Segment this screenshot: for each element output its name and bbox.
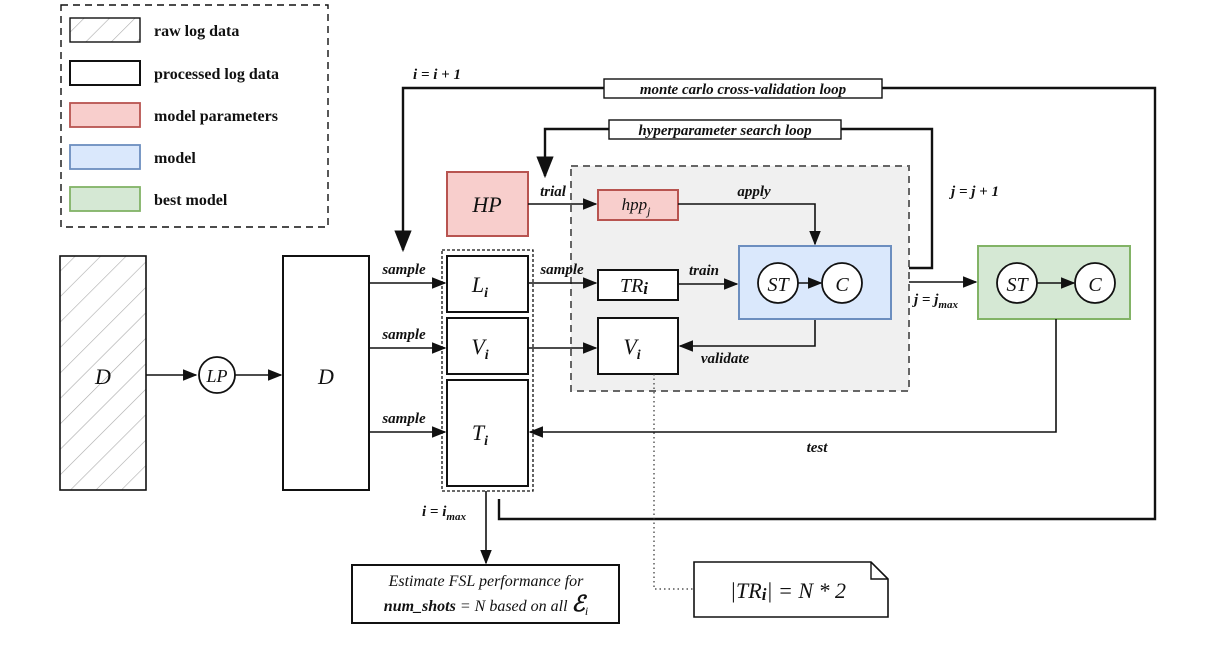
legend-swatch-params bbox=[69, 102, 141, 128]
train-label: train bbox=[689, 263, 719, 279]
legend-swatch-best bbox=[69, 186, 141, 212]
test-arrow bbox=[528, 319, 1057, 438]
legend: raw log data processed log data model pa… bbox=[60, 4, 329, 228]
validate-label: validate bbox=[701, 351, 750, 367]
legend-swatch-model bbox=[69, 144, 141, 170]
estimate-line1: Estimate FSL performance for bbox=[388, 573, 585, 590]
tr-node bbox=[597, 269, 679, 301]
legend-swatch-raw bbox=[69, 17, 141, 43]
legend-label-model: model bbox=[154, 150, 196, 167]
raw-data-node bbox=[59, 255, 147, 491]
inner-loop-left-line bbox=[536, 127, 609, 179]
legend-label-best: best model bbox=[154, 192, 228, 209]
v-node bbox=[446, 317, 529, 375]
estimate-box bbox=[351, 564, 620, 624]
raw-data-label: D bbox=[94, 364, 111, 389]
note-box bbox=[693, 561, 889, 618]
processed-data-label: D bbox=[317, 364, 334, 389]
l-node bbox=[446, 255, 529, 313]
legend-swatch-processed bbox=[69, 60, 141, 86]
outer-loop-left-line bbox=[394, 86, 604, 253]
best-st-label: ST bbox=[1006, 274, 1029, 296]
hpp-label: hppj bbox=[622, 195, 652, 218]
sample-label-tr: sample bbox=[539, 262, 584, 278]
best-c-node bbox=[1074, 262, 1116, 304]
sample-label-v: sample bbox=[381, 327, 426, 343]
j-increment-label: j = j + 1 bbox=[949, 184, 999, 200]
model-c-node bbox=[821, 262, 863, 304]
apply-arrow bbox=[678, 203, 821, 246]
note-connector bbox=[653, 374, 694, 590]
split-group-frame bbox=[441, 249, 534, 492]
trial-label: trial bbox=[540, 184, 567, 200]
legend-label-params: model parameters bbox=[154, 108, 278, 125]
outer-loop-top-line bbox=[497, 86, 1157, 521]
t-label: Ti bbox=[472, 420, 488, 449]
legend-label-processed: processed log data bbox=[154, 66, 279, 83]
model-c-label: C bbox=[835, 274, 849, 296]
sample-label-t: sample bbox=[381, 411, 426, 427]
legend-label-raw: raw log data bbox=[154, 23, 239, 40]
i-increment-label: i = i + 1 bbox=[413, 67, 461, 83]
inner-loop-right-line bbox=[841, 127, 934, 270]
note-text: |TRi| = N * 2 bbox=[730, 578, 846, 604]
model-st-label: ST bbox=[767, 274, 790, 296]
hpp-node bbox=[597, 189, 679, 221]
jmax-label: j = jmax bbox=[912, 292, 958, 311]
validation-label: Vi bbox=[623, 334, 640, 363]
l-label: Li bbox=[471, 272, 488, 301]
t-node bbox=[446, 379, 529, 487]
sample-label-l: sample bbox=[381, 262, 426, 278]
best-c-label: C bbox=[1088, 274, 1102, 296]
inner-loop-label-box bbox=[608, 119, 842, 140]
hp-label: HP bbox=[471, 192, 501, 217]
tr-label: TRi bbox=[620, 275, 648, 298]
note-fold bbox=[870, 562, 888, 580]
validate-arrow bbox=[678, 319, 816, 352]
inner-loop-label: hyperparameter search loop bbox=[638, 123, 812, 139]
lp-label: LP bbox=[205, 366, 227, 386]
outer-loop-label: monte carlo cross-validation loop bbox=[640, 82, 847, 98]
legend-frame bbox=[60, 4, 329, 228]
outer-loop-label-box bbox=[603, 78, 883, 99]
estimate-line2: num_shots = N based on all ℰi bbox=[384, 591, 588, 618]
validation-node bbox=[597, 317, 679, 375]
apply-label: apply bbox=[737, 184, 771, 200]
test-label: test bbox=[807, 440, 829, 456]
processed-data-node bbox=[282, 255, 370, 491]
hp-node bbox=[446, 171, 529, 237]
imax-label: i = imax bbox=[422, 504, 466, 523]
v-label: Vi bbox=[471, 334, 488, 363]
